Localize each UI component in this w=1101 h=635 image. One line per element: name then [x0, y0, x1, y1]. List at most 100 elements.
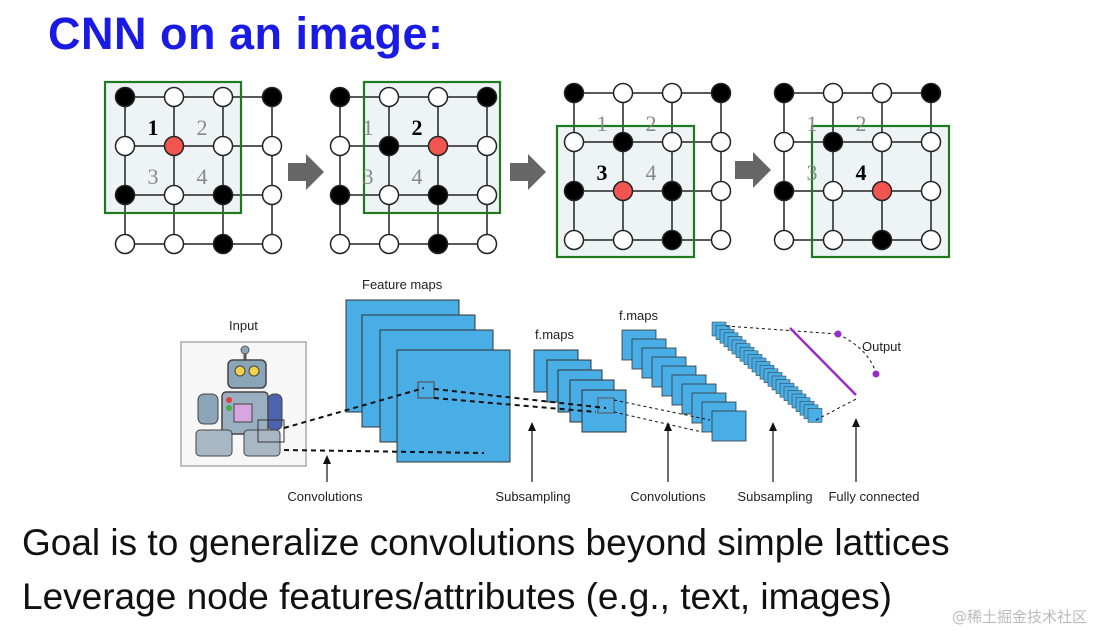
step-arrow: [288, 154, 324, 190]
grid-node: [476, 135, 498, 157]
grid-node: [476, 233, 498, 255]
grid-node: [773, 82, 795, 104]
grid-node: [114, 233, 136, 255]
stage-label: Convolutions: [287, 489, 363, 504]
stage-arrowhead: [769, 422, 777, 431]
connector: [837, 333, 877, 375]
grid-node: [871, 82, 893, 104]
grid-node: [661, 82, 683, 104]
center-node: [163, 135, 185, 157]
grid-node: [920, 131, 942, 153]
connector: [725, 325, 839, 335]
grid-node: [212, 184, 234, 206]
output-node: [872, 370, 880, 378]
cell-number: 3: [148, 164, 159, 189]
grid-panel-1: 1 2 3 4: [103, 80, 283, 255]
stage-arrowhead: [852, 418, 860, 427]
cell-number: 1: [363, 115, 374, 140]
stage-arrowhead: [528, 422, 536, 431]
center-node: [871, 180, 893, 202]
grid-node: [378, 184, 400, 206]
feature-maps-label: Feature maps: [362, 277, 443, 292]
grid-node: [261, 86, 283, 108]
grid-node: [920, 180, 942, 202]
stage-arrowhead: [664, 422, 672, 431]
grid-node: [563, 131, 585, 153]
cell-number: 4: [412, 164, 423, 189]
cell-number: 2: [412, 115, 423, 140]
grid-node: [822, 82, 844, 104]
watermark: @稀土掘金技术社区: [951, 608, 1087, 626]
stage-label: Subsampling: [737, 489, 812, 504]
grid-node: [329, 86, 351, 108]
grid-node: [261, 184, 283, 206]
grid-node: [476, 86, 498, 108]
grid-node: [163, 86, 185, 108]
grid-node: [710, 131, 732, 153]
grid-node: [163, 233, 185, 255]
grid-node: [563, 180, 585, 202]
bullet-line-2: Leverage node features/attributes (e.g.,…: [22, 576, 892, 617]
grid-node: [871, 229, 893, 251]
input-label: Input: [229, 318, 258, 333]
feature-map: [396, 349, 511, 463]
center-node: [612, 180, 634, 202]
grid-node: [329, 135, 351, 157]
grid-node: [114, 86, 136, 108]
grid-node: [661, 229, 683, 251]
cell-number: 1: [148, 115, 159, 140]
step-arrow: [735, 152, 771, 188]
grid-node: [661, 131, 683, 153]
fmaps-label-1: f.maps: [535, 327, 575, 342]
grid-node: [920, 82, 942, 104]
window-border: [103, 80, 243, 215]
grid-node: [661, 180, 683, 202]
connector: [613, 411, 703, 433]
grid-node: [114, 135, 136, 157]
window-border: [362, 80, 502, 215]
grid-node: [612, 131, 634, 153]
cnn-pipeline-diagram: Feature maps Input f.maps f.maps Output …: [180, 277, 920, 504]
grid-node: [329, 184, 351, 206]
center-node: [427, 135, 449, 157]
grid-node: [114, 184, 136, 206]
cell-number: 2: [197, 115, 208, 140]
cell-number: 2: [856, 111, 867, 136]
grid-node: [822, 131, 844, 153]
grid-node: [378, 86, 400, 108]
grid-node: [773, 229, 795, 251]
grid-node: [710, 229, 732, 251]
grid-node: [563, 82, 585, 104]
grid-node: [212, 233, 234, 255]
connector: [433, 397, 597, 413]
cell-number: 4: [197, 164, 208, 189]
connector: [283, 449, 485, 454]
grid-node: [822, 180, 844, 202]
grid-node: [773, 180, 795, 202]
grid-node: [212, 135, 234, 157]
grid-node: [710, 82, 732, 104]
grid-node: [773, 131, 795, 153]
step-arrow: [510, 154, 546, 190]
fmap-tiny: [807, 408, 823, 423]
grid-node: [476, 184, 498, 206]
grid-node: [427, 184, 449, 206]
connector: [433, 388, 607, 409]
connector: [283, 387, 425, 429]
robot-input-image: [180, 341, 307, 467]
window-border: [810, 124, 951, 259]
cell-number: 3: [807, 160, 818, 185]
receptive-field: [597, 397, 615, 414]
stage-label: Convolutions: [630, 489, 706, 504]
fmaps-label-2: f.maps: [619, 308, 659, 323]
connector: [815, 397, 859, 421]
grid-node: [329, 233, 351, 255]
output-node: [834, 330, 842, 338]
cell-number: 4: [646, 160, 657, 185]
grid-node: [920, 229, 942, 251]
grid-node: [378, 233, 400, 255]
output-label: Output: [862, 339, 901, 354]
grid-node: [822, 229, 844, 251]
